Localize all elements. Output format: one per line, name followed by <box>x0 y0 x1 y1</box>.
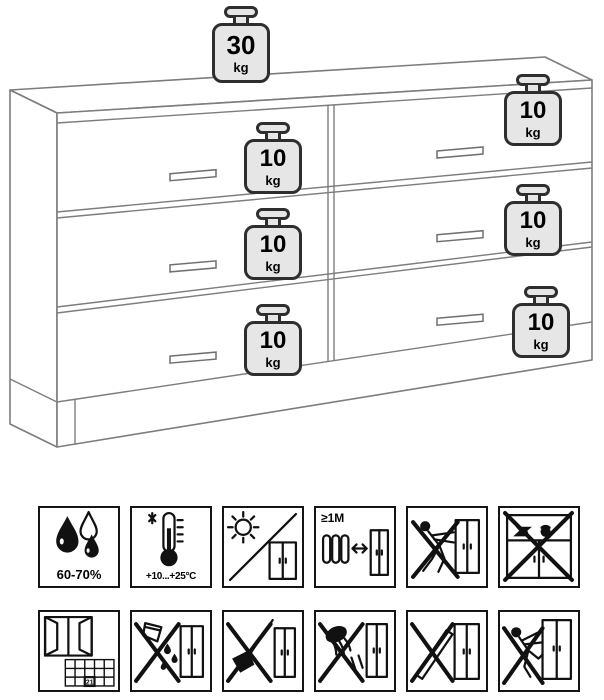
care-icon-no-leaning <box>406 610 488 692</box>
drawer-handle <box>436 229 484 243</box>
water-drops-icon <box>56 510 99 558</box>
humidity-label: 60-70% <box>56 567 102 582</box>
open-window-calendar-icon: 21 <box>43 615 115 688</box>
weight-limit-right-drawer-3: 10 kg <box>512 286 570 358</box>
drawer-handle <box>169 168 217 182</box>
weight-handle <box>256 304 290 316</box>
weight-handle <box>256 122 290 134</box>
weight-body: 10 kg <box>244 225 302 280</box>
drawer-divider-lines <box>9 87 593 444</box>
care-icon-no-pushing <box>406 506 488 588</box>
weight-neck <box>233 17 249 24</box>
no-heavy-objects-icon <box>503 511 574 582</box>
care-icon-heat-distance: ≥1M <box>314 506 396 588</box>
dresser-illustration <box>9 56 593 448</box>
weight-body: 10 kg <box>244 321 302 376</box>
weight-limit-left-drawer-1: 10 kg <box>244 122 302 194</box>
weight-body: 30 kg <box>212 23 270 83</box>
care-icon-ventilation-calendar: 21 <box>38 610 120 692</box>
weight-handle <box>516 184 550 196</box>
care-icon-no-sharp-objects <box>222 610 304 692</box>
drawer-handle <box>436 313 484 327</box>
weight-handle <box>224 6 258 18</box>
distance-label: ≥1M <box>321 511 345 525</box>
weight-limit-left-drawer-2: 10 kg <box>244 208 302 280</box>
drawer-handle <box>436 146 484 159</box>
no-leaning-objects-icon <box>410 622 481 683</box>
care-icon-no-liquids <box>130 610 212 692</box>
weight-neck <box>525 85 541 92</box>
weight-limit-right-drawer-1: 10 kg <box>504 74 562 146</box>
weight-limit-right-drawer-2: 10 kg <box>504 184 562 256</box>
weight-neck <box>265 315 281 322</box>
weight-unit: kg <box>265 172 281 188</box>
drawer-handle <box>169 351 217 364</box>
weight-body: 10 kg <box>244 139 302 194</box>
weight-limit-top: 30 kg <box>212 6 270 83</box>
no-scratching-icon <box>318 622 389 683</box>
weight-unit: kg <box>233 60 249 75</box>
weight-unit: kg <box>265 258 281 274</box>
drawer-handles <box>169 146 484 364</box>
weight-body: 10 kg <box>512 303 570 358</box>
weight-unit: kg <box>525 234 541 250</box>
weight-neck <box>265 133 281 140</box>
weight-limit-left-drawer-3: 10 kg <box>244 304 302 376</box>
care-icon-sunlight <box>222 506 304 588</box>
no-pushing-icon <box>411 519 481 579</box>
weight-body: 10 kg <box>504 91 562 146</box>
weight-unit: kg <box>533 336 549 352</box>
weight-neck <box>533 297 549 304</box>
weight-value: 10 <box>527 308 555 336</box>
weight-handle <box>524 286 558 298</box>
weight-handle <box>256 208 290 220</box>
weight-value: 10 <box>259 144 287 172</box>
weight-value: 10 <box>259 230 287 258</box>
weight-value: 10 <box>259 326 287 354</box>
sun-protection-icon <box>226 510 298 582</box>
weight-body: 10 kg <box>504 201 562 256</box>
care-icon-humidity: 60-70% <box>38 506 120 588</box>
no-spilled-liquids-icon <box>134 622 205 683</box>
thermometer-icon <box>148 511 184 567</box>
care-icon-temperature: +10...+25°C <box>130 506 212 588</box>
weight-handle <box>516 74 550 86</box>
weight-value: 10 <box>519 206 547 234</box>
care-icon-no-climbing <box>498 610 580 692</box>
care-icon-no-heavy-objects <box>498 506 580 588</box>
calendar-day-label: 21 <box>86 679 94 687</box>
weight-unit: kg <box>525 124 541 140</box>
weight-unit: kg <box>265 354 281 370</box>
weight-value: 30 <box>226 30 256 60</box>
no-climbing-icon <box>502 618 573 685</box>
temperature-label: +10...+25°C <box>145 571 197 582</box>
radiator-distance-icon <box>321 529 390 576</box>
care-icon-grid: 60-70% +10...+25°C <box>38 506 580 692</box>
care-icon-no-scratching <box>314 610 396 692</box>
drawer-handle <box>169 260 217 273</box>
weight-neck <box>265 219 281 226</box>
weight-value: 10 <box>519 96 547 124</box>
dresser-side-face <box>9 89 58 448</box>
no-axe-icon <box>226 618 297 683</box>
weight-neck <box>525 195 541 202</box>
